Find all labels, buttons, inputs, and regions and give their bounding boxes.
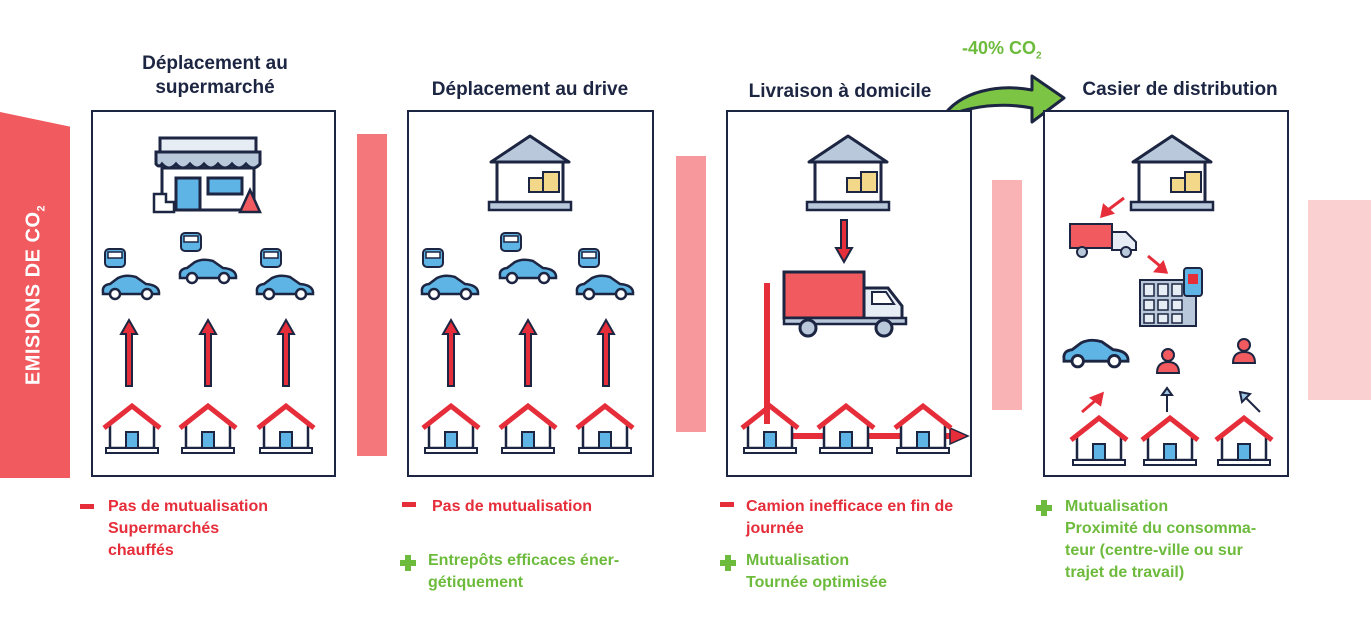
panel-title-drive: Déplacement au drive [431, 79, 629, 100]
note-line: Supermarchés [108, 520, 220, 537]
panel-title-locker: Casier de distribution [1082, 79, 1278, 100]
supermarket-icon [152, 136, 262, 214]
house-icon [256, 402, 316, 454]
parcel-locker-icon [1139, 267, 1203, 327]
minus-icon [402, 502, 416, 507]
up-arrow-icon [198, 317, 218, 387]
note-line: Pas de mutualisation [108, 498, 269, 515]
note-line: Camion inefficace en fin de [746, 498, 954, 515]
up-arrow-icon [518, 317, 538, 387]
note-panel3-negative: Camion inefficace en fin de journée [746, 496, 996, 540]
note-panel2-negative: Pas de mutualisation [432, 496, 672, 518]
minus-icon [720, 502, 734, 507]
car-icon [575, 274, 635, 301]
house-icon [575, 402, 635, 454]
house-icon [893, 402, 953, 454]
house-icon [816, 402, 876, 454]
house-icon [498, 402, 558, 454]
minus-icon [80, 504, 94, 509]
note-panel2-positive: Entrepôts efficaces éner- gétiquement [428, 550, 668, 594]
delivery-truck-icon [782, 270, 908, 338]
up-arrow-icon [119, 317, 139, 387]
small-car-icon [578, 248, 600, 268]
car-icon [498, 258, 558, 285]
small-car-icon [104, 248, 126, 268]
diagonal-arrow-icon [1081, 391, 1105, 414]
up-arrow-icon [596, 317, 616, 387]
house-icon [1140, 414, 1200, 466]
panel-title-supermarket: Déplacement au supermarché [142, 53, 288, 98]
small-car-icon [500, 232, 522, 252]
emission-bar-4 [1308, 200, 1371, 400]
note-line: Tournée optimisée [746, 574, 888, 591]
house-icon [1069, 414, 1129, 466]
house-icon [740, 402, 800, 454]
note-panel1-negative: Pas de mutualisation Supermarchés chauff… [108, 496, 338, 562]
small-truck-icon [1069, 223, 1137, 258]
car-icon [178, 258, 238, 285]
car-icon [255, 274, 315, 301]
diagonal-arrow-icon [1100, 196, 1125, 219]
warehouse-icon [805, 134, 891, 212]
plus-icon [1036, 500, 1052, 516]
co2-reduction-label: -40% CO2 [962, 38, 1042, 62]
note-line: gétiquement [428, 574, 524, 591]
panel-title-home-delivery: Livraison à domicile [748, 81, 932, 102]
note-panel3-positive: Mutualisation Tournée optimisée [746, 550, 986, 594]
house-icon [178, 402, 238, 454]
house-icon [421, 402, 481, 454]
car-icon [101, 274, 161, 301]
house-icon [1214, 414, 1274, 466]
up-arrow-icon [276, 317, 296, 387]
down-arrow-icon [834, 219, 854, 265]
small-car-icon [180, 232, 202, 252]
note-line: teur (centre-ville ou sur [1065, 542, 1243, 559]
small-car-icon [260, 248, 282, 268]
note-line: Mutualisation [1065, 498, 1169, 515]
warehouse-icon [1129, 134, 1215, 212]
up-arrow-icon [1160, 386, 1174, 412]
person-icon [1231, 338, 1257, 364]
note-line: journée [746, 520, 804, 537]
emission-bar-3 [992, 180, 1022, 410]
emission-bar-2 [676, 156, 706, 432]
co2-emissions-axis-band: EMISIONS DE CO2 [0, 112, 70, 478]
diagonal-arrow-icon [1238, 390, 1261, 413]
car-icon [1062, 338, 1130, 369]
note-line: Entrepôts efficaces éner- [428, 552, 620, 569]
note-panel4-positive: Mutualisation Proximité du consomma- teu… [1065, 496, 1305, 584]
note-line: Proximité du consomma- [1065, 520, 1257, 537]
car-icon [420, 274, 480, 301]
plus-icon [400, 555, 416, 571]
reduction-arrow-icon [940, 74, 1066, 124]
plus-icon [720, 555, 736, 571]
small-car-icon [422, 248, 444, 268]
note-line: chauffés [108, 542, 174, 559]
note-line: Mutualisation [746, 552, 850, 569]
up-arrow-icon [441, 317, 461, 387]
co2-emissions-label: EMISIONS DE CO2 [22, 204, 48, 386]
person-icon [1155, 348, 1181, 374]
diagonal-arrow-icon [1147, 254, 1169, 274]
emission-bar-1 [357, 134, 387, 456]
warehouse-icon [487, 134, 573, 212]
note-line: trajet de travail) [1065, 564, 1185, 581]
house-icon [102, 402, 162, 454]
note-line: Pas de mutualisation [432, 498, 593, 515]
